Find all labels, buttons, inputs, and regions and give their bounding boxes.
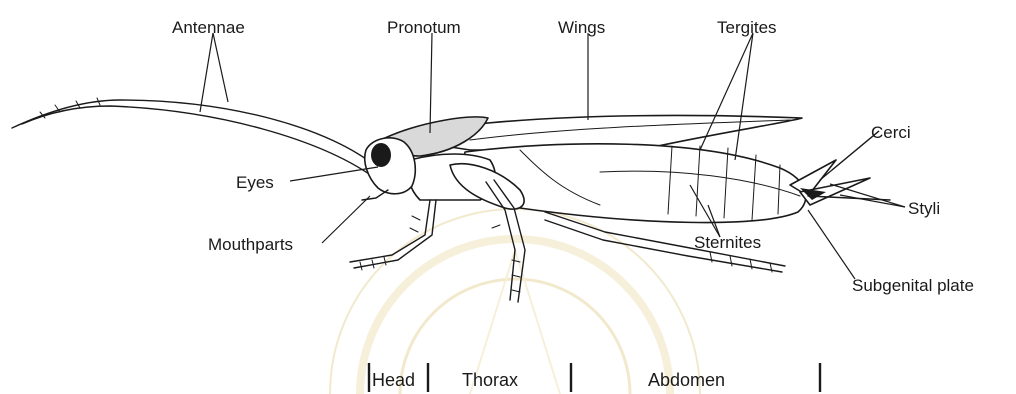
segment-thorax: Thorax [462,370,518,390]
label-pronotum: Pronotum [387,18,461,37]
label-wings: Wings [558,18,605,37]
abdomen-drawing [464,144,806,223]
head-drawing [365,138,416,194]
segment-head: Head [372,370,415,390]
label-eyes: Eyes [236,173,274,192]
label-mouthparts: Mouthparts [208,235,293,254]
compound-eye [371,143,391,167]
watermark-seal [330,209,700,394]
label-styli: Styli [908,199,940,218]
label-cerci: Cerci [871,123,911,142]
label-antennae: Antennae [172,18,245,37]
label-subgenital-plate: Subgenital plate [852,276,974,295]
segment-abdomen: Abdomen [648,370,725,390]
label-sternites: Sternites [694,233,761,252]
segment-bar: Head Thorax Abdomen [369,363,820,392]
label-tergites: Tergites [717,18,777,37]
antennae-drawing [12,98,378,176]
